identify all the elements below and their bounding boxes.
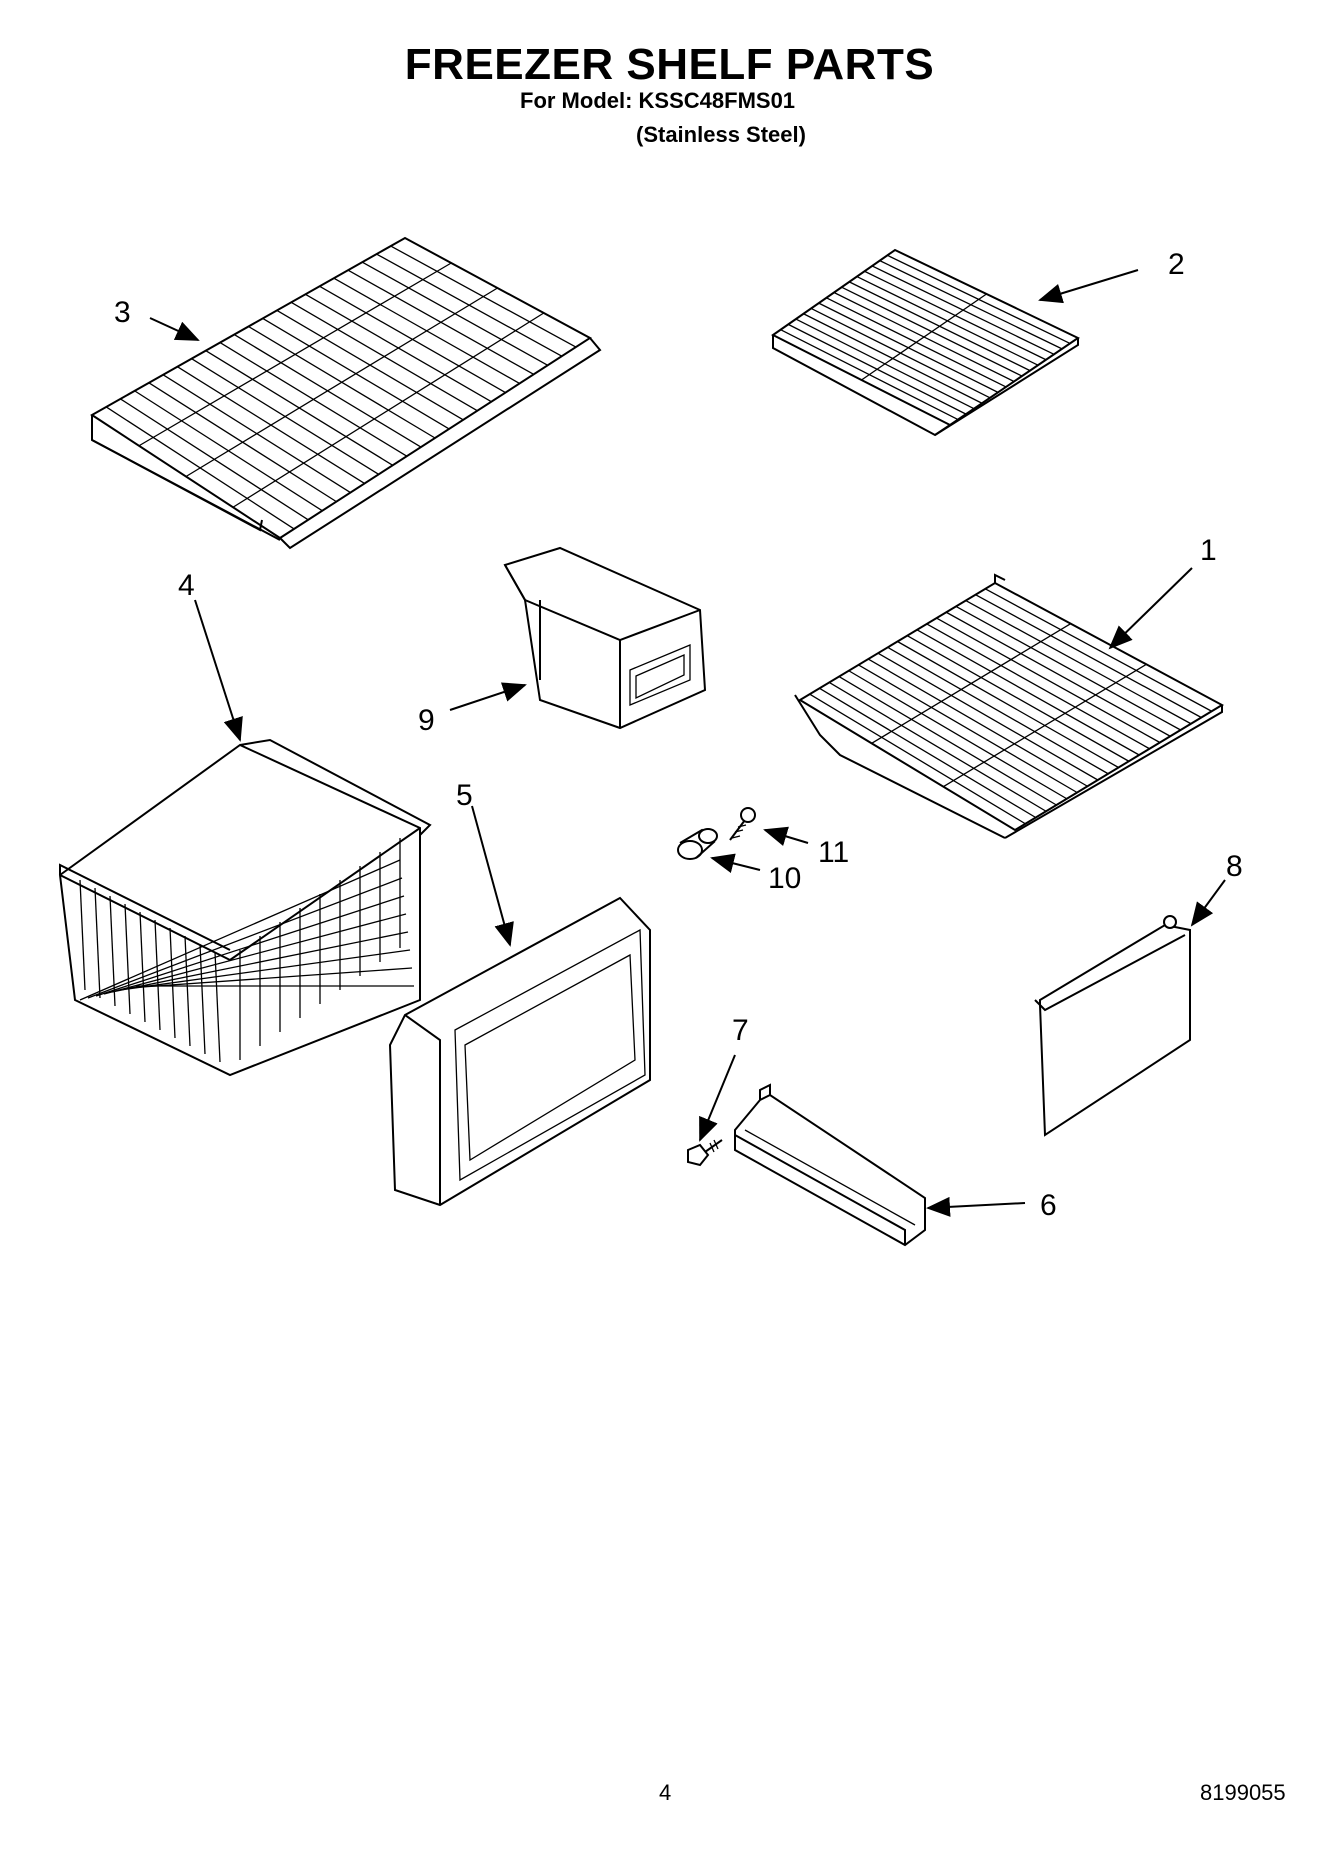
leader-9 — [449, 682, 527, 711]
callout-11: 11 — [818, 836, 849, 869]
part-2-small-shelf — [771, 248, 1080, 437]
callout-5: 5 — [456, 779, 473, 812]
leader-10 — [710, 853, 761, 874]
leader-5 — [471, 805, 514, 947]
leader-8 — [1190, 879, 1226, 927]
callout-numbers: 2 3 1 4 9 5 11 10 8 7 6 — [114, 248, 1243, 1222]
part-7-screw — [687, 1139, 723, 1167]
callout-leaders — [149, 269, 1226, 1217]
part-3-wire-shelf — [90, 236, 602, 550]
page-number: 4 — [659, 1780, 672, 1805]
leader-7 — [699, 1054, 736, 1142]
leader-4 — [194, 599, 243, 742]
leader-1 — [1108, 567, 1193, 650]
part-8-cover — [1034, 915, 1191, 1137]
callout-9: 9 — [418, 704, 435, 737]
part-1-wire-shelf — [794, 573, 1225, 839]
part-6-rail — [734, 1083, 926, 1247]
page-title: FREEZER SHELF PARTS — [404, 40, 935, 89]
part-10-spacer — [677, 828, 718, 860]
callout-3: 3 — [114, 296, 131, 329]
callout-2: 2 — [1168, 248, 1185, 281]
leader-3 — [149, 317, 200, 341]
callout-6: 6 — [1040, 1189, 1057, 1222]
part-4-basket — [58, 738, 432, 1077]
part-11-screw — [729, 807, 756, 841]
part-9-bin — [503, 546, 707, 730]
document-number: 8199055 — [1200, 1780, 1286, 1805]
leader-2 — [1038, 269, 1139, 304]
part-5-drawer-front — [388, 896, 651, 1207]
model-line: For Model: KSSC48FMS01 — [520, 88, 796, 113]
callout-4: 4 — [178, 569, 195, 602]
leader-11 — [763, 826, 809, 846]
leader-6 — [926, 1196, 1026, 1217]
callout-1: 1 — [1200, 534, 1217, 567]
finish-line: (Stainless Steel) — [636, 122, 806, 147]
callout-10: 10 — [768, 862, 801, 895]
callout-8: 8 — [1226, 850, 1243, 883]
callout-7: 7 — [732, 1014, 749, 1047]
